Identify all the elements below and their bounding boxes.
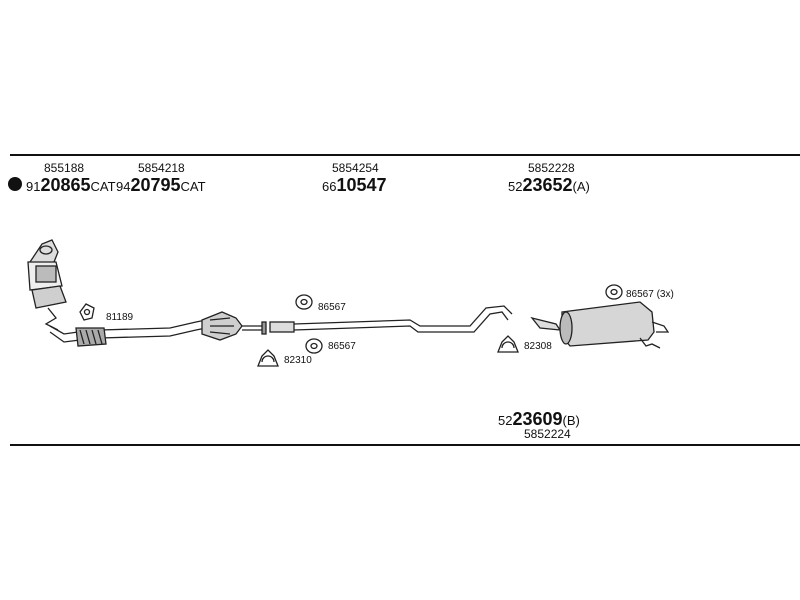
catalog-code-2: 9420795CAT xyxy=(116,175,206,195)
part-number-1: 855188 xyxy=(44,161,85,175)
label-gasket: 81189 xyxy=(106,312,134,323)
catalog-code-1: 9120865CAT xyxy=(26,175,116,195)
gasket-icon xyxy=(79,303,95,321)
manifold-catalyst-icon xyxy=(27,239,67,331)
hanger-icon-c xyxy=(605,284,623,300)
bullet-icon xyxy=(8,177,22,191)
rear-silencer-icon xyxy=(530,301,670,349)
part-number-5: 5852224 xyxy=(524,427,571,441)
part-number-3: 5854254 xyxy=(332,161,379,175)
part-number-4: 5852228 xyxy=(528,161,575,175)
clamp-icon-left xyxy=(257,349,279,367)
catalog-code-4: 5223652(A) xyxy=(508,175,590,195)
hanger-icon-a xyxy=(295,294,313,310)
top-divider xyxy=(10,154,800,156)
label-clamp-left: 82310 xyxy=(284,355,312,366)
clamp-icon-right xyxy=(497,335,519,353)
hanger-icon-b xyxy=(305,338,323,354)
bottom-divider xyxy=(10,444,800,446)
label-hangers-rear: 86567 (3x) xyxy=(626,289,674,300)
catalog-code-3: 6610547 xyxy=(322,175,387,195)
front-pipe-icon xyxy=(49,319,207,347)
catalog-code-5: 5223609(B) xyxy=(498,409,580,429)
part-number-2: 5854218 xyxy=(138,161,185,175)
label-clamp-right: 82308 xyxy=(524,341,552,352)
middle-pipe-icon xyxy=(269,305,513,333)
label-clamp-a: 86567 xyxy=(318,302,346,313)
catalytic-converter-icon xyxy=(201,311,267,341)
label-clamp-b: 86567 xyxy=(328,341,356,352)
